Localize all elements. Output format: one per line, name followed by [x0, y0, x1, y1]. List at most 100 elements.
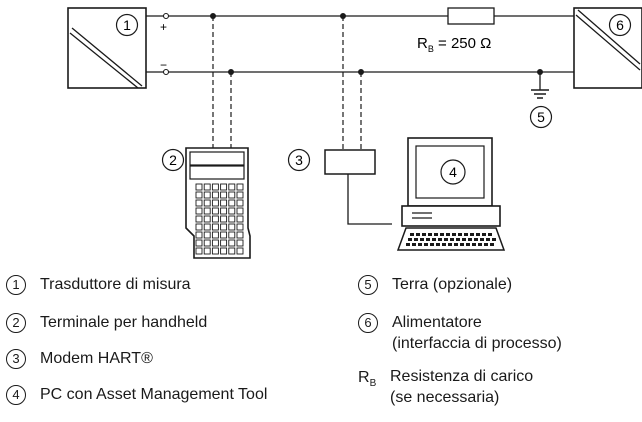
keypad-key [236, 215, 244, 223]
keyboard-key [412, 243, 416, 246]
keyboard-key [466, 243, 470, 246]
keypad-key [195, 199, 203, 207]
keyboard-key [446, 233, 450, 236]
keypad-key [220, 199, 228, 207]
legend-number: 6 [358, 313, 378, 333]
keyboard-key [418, 243, 422, 246]
keyboard-key [456, 238, 460, 241]
keypad-key [195, 191, 203, 199]
keypad-key [211, 231, 219, 239]
keyboard-key [488, 233, 492, 236]
keyboard-key [490, 243, 494, 246]
keypad-key [203, 191, 211, 199]
keypad-key [228, 191, 236, 199]
plus-terminal [162, 12, 170, 20]
label-5: 5 [537, 109, 545, 125]
keypad-key [203, 207, 211, 215]
keypad-key [228, 183, 236, 191]
keyboard-key [476, 233, 480, 236]
keyboard-key [478, 243, 482, 246]
label-1: 1 [123, 17, 131, 33]
keyboard-key [482, 233, 486, 236]
legend-text: Resistenza di carico(se necessaria) [390, 368, 534, 406]
keypad-key [195, 247, 203, 255]
legend-text: PC con Asset Management Tool [40, 386, 268, 403]
keypad-key [203, 183, 211, 191]
keyboard-key [464, 233, 468, 236]
keyboard-key [450, 238, 454, 241]
keypad-key [220, 215, 228, 223]
keyboard-key [486, 238, 490, 241]
keypad-key [220, 231, 228, 239]
keypad-key [195, 207, 203, 215]
load-resistor [447, 7, 495, 25]
keyboard-key [442, 243, 446, 246]
legend-text: Terra (opzionale) [392, 276, 513, 293]
keypad-key [211, 247, 219, 255]
keypad-key [228, 215, 236, 223]
keypad-key [236, 183, 244, 191]
resistor-label: RB = 250 Ω [417, 35, 491, 54]
legend-item-4: 4 PC con Asset Management Tool [6, 384, 267, 405]
keypad-key [220, 239, 228, 247]
legend-text: Trasduttore di misura [40, 276, 191, 293]
keyboard-key [432, 238, 436, 241]
legend-number: 3 [6, 349, 26, 369]
keypad-key [195, 231, 203, 239]
keyboard-key [410, 233, 414, 236]
keyboard-key [460, 243, 464, 246]
keypad-key [203, 215, 211, 223]
keypad-key [228, 223, 236, 231]
keypad-key [211, 183, 219, 191]
keypad-key [211, 239, 219, 247]
keyboard-key [458, 233, 462, 236]
hart-modem: 3 [287, 148, 392, 225]
keypad-key [195, 239, 203, 247]
keypad-key [236, 247, 244, 255]
keypad-key [236, 207, 244, 215]
legend-item-rb: RB Resistenza di carico(se necessaria) [358, 366, 533, 408]
keyboard-key [462, 238, 466, 241]
plus-sign: + [160, 20, 167, 34]
keypad-key [220, 223, 228, 231]
keypad-key [220, 191, 228, 199]
keypad-key [236, 191, 244, 199]
legend: 1 Trasduttore di misura 2 Terminale per … [0, 272, 642, 422]
keyboard-key [438, 238, 442, 241]
keypad-key [211, 199, 219, 207]
keyboard-key [468, 238, 472, 241]
label-4: 4 [449, 164, 457, 180]
keypad-key [228, 247, 236, 255]
keyboard-key [472, 243, 476, 246]
keypad-key [211, 223, 219, 231]
legend-text: Terminale per handheld [40, 314, 208, 331]
keypad-key [195, 215, 203, 223]
keyboard-key [430, 243, 434, 246]
label-3: 3 [295, 152, 303, 168]
legend-text: Alimentatore(interfaccia di processo) [392, 314, 562, 352]
keyboard-key [452, 233, 456, 236]
keypad-key [203, 247, 211, 255]
keyboard-key [492, 238, 496, 241]
keyboard-key [444, 238, 448, 241]
label-6: 6 [616, 17, 624, 33]
keypad-key [211, 207, 219, 215]
legend-number: 4 [6, 385, 26, 405]
minus-sign: − [160, 58, 167, 72]
keypad-key [211, 215, 219, 223]
keyboard-key [474, 238, 478, 241]
transmitter-box: 1 [67, 7, 147, 89]
keypad-key [220, 247, 228, 255]
label-2: 2 [169, 152, 177, 168]
legend-item-6: 6 Alimentatore(interfaccia di processo) [358, 312, 562, 354]
keyboard-key [416, 233, 420, 236]
power-supply-box: 6 [573, 7, 642, 89]
keyboard-key [408, 238, 412, 241]
keyboard-key [426, 238, 430, 241]
keypad-key [228, 199, 236, 207]
keypad-key [203, 199, 211, 207]
keypad-key [203, 231, 211, 239]
ground-symbol: 5 [529, 72, 553, 129]
keyboard-key [454, 243, 458, 246]
legend-number: 2 [6, 313, 26, 333]
